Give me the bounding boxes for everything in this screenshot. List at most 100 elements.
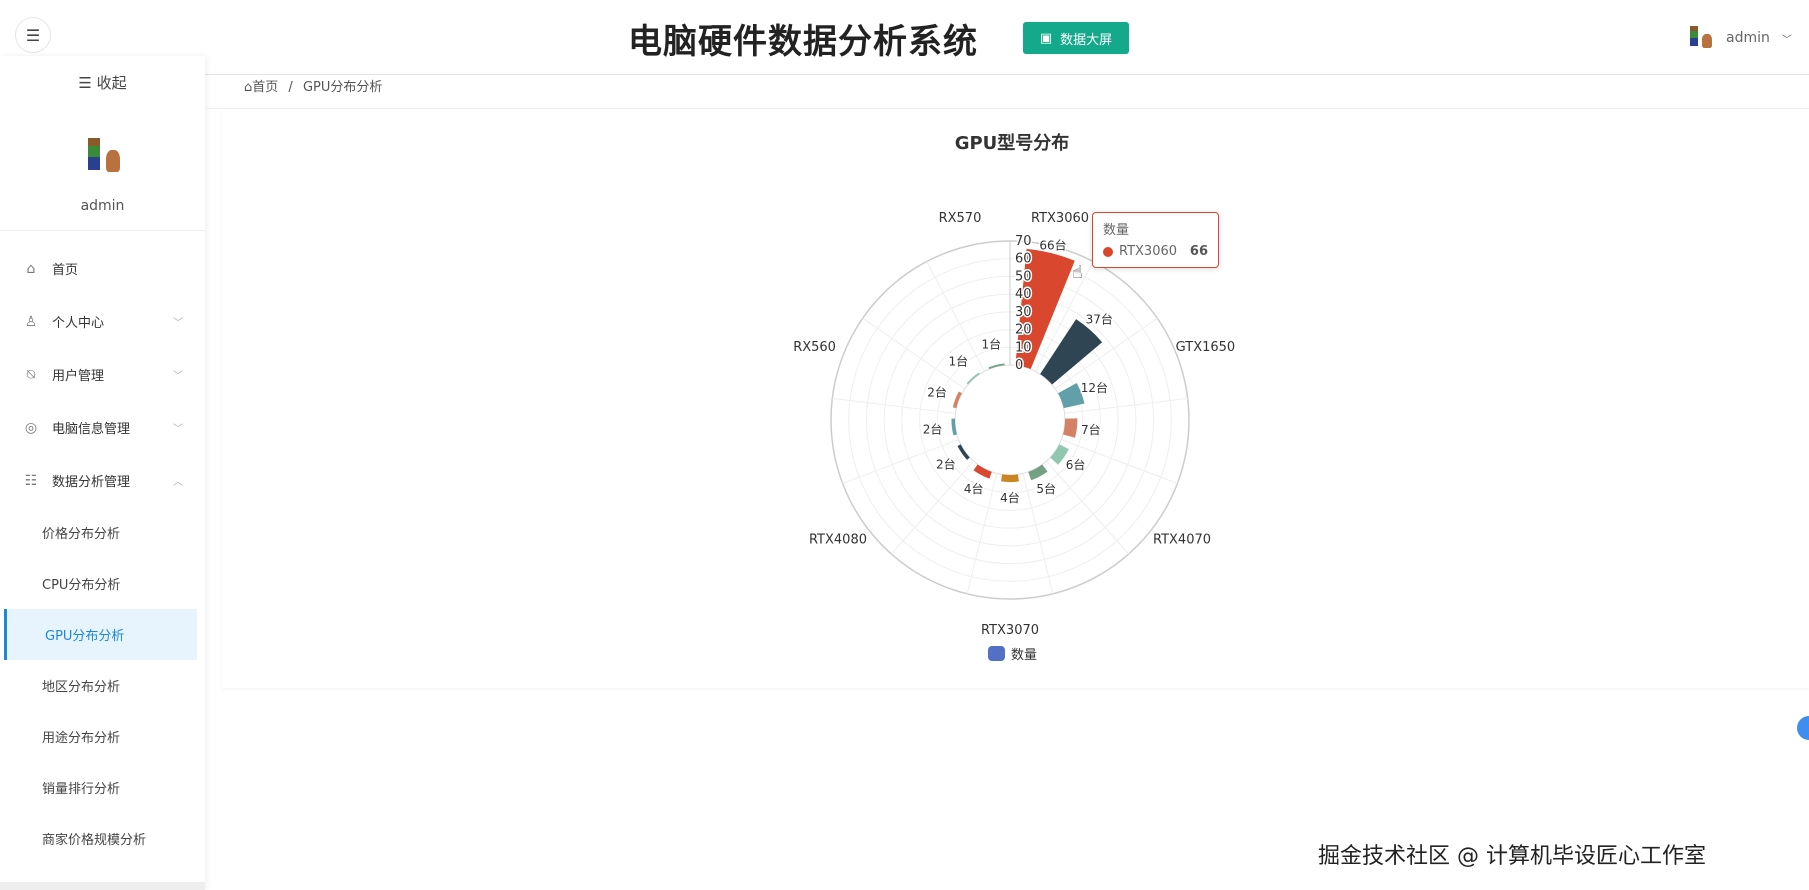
data-label: 1台 xyxy=(982,336,1002,351)
hand-cursor-icon: ☝ xyxy=(1072,262,1083,283)
angle-split-line xyxy=(862,317,966,390)
menu-toggle-icon[interactable]: ☰ xyxy=(15,17,51,53)
data-label: 37台 xyxy=(1086,311,1113,326)
legend-label: 数量 xyxy=(1011,648,1038,663)
legend-swatch xyxy=(988,646,1005,661)
data-label: 2台 xyxy=(923,421,943,436)
radial-tick-label: 30 xyxy=(1015,305,1032,320)
screen-icon: ▣ xyxy=(1039,30,1053,46)
bell-off-icon: ⍉ xyxy=(26,366,36,383)
floating-button[interactable] xyxy=(1797,716,1809,740)
chart-title: GPU型号分布 xyxy=(955,132,1070,154)
angle-split-line xyxy=(1022,473,1054,594)
sidebar-item-data-analysis[interactable]: ☷数据分析管理︿ xyxy=(0,454,205,507)
bar-category-7 xyxy=(973,464,992,479)
chevron-down-icon: ﹀ xyxy=(173,424,183,435)
angle-split-line xyxy=(1035,261,1094,372)
sidebar-sub-cpu[interactable]: CPU分布分析 xyxy=(42,578,121,593)
data-big-screen-button[interactable]: ▣数据大屏 xyxy=(1023,22,1129,54)
top-header: ☰ 电脑硬件数据分析系统 ▣数据大屏 admin ﹀ xyxy=(0,0,1809,75)
angle-axis-label: RTX4080 xyxy=(809,533,867,548)
angle-split-line xyxy=(1064,397,1188,414)
chevron-down-icon: ﹀ xyxy=(173,318,183,329)
data-label: 66台 xyxy=(1039,237,1066,252)
radial-tick-label: 10 xyxy=(1015,340,1032,355)
bar-RTX4080 xyxy=(957,444,970,460)
bar-RTX4070 xyxy=(1050,444,1069,465)
chevron-down-icon: ﹀ xyxy=(173,371,183,382)
sidebar-sub-merchant-price[interactable]: 商家价格规模分析 xyxy=(42,833,147,848)
breadcrumb-home[interactable]: 首页 xyxy=(252,80,279,95)
sliders-icon: ☷ xyxy=(24,472,38,489)
chart-card xyxy=(222,110,1809,688)
data-label: 2台 xyxy=(927,384,947,399)
bar-category-11 xyxy=(966,372,980,385)
chart-legend[interactable]: 数量 xyxy=(988,644,1037,663)
bar-category-9 xyxy=(951,418,957,436)
angle-axis-label: GTX1650 xyxy=(1176,340,1236,355)
angle-split-line xyxy=(966,473,998,594)
sidebar-username: admin xyxy=(80,198,125,214)
radial-tick-label: 40 xyxy=(1015,287,1032,302)
angle-split-line xyxy=(1061,439,1178,484)
gauge-icon: ◎ xyxy=(24,419,38,436)
divider xyxy=(0,230,205,231)
angle-axis-label: RTX3060 xyxy=(1031,211,1089,226)
tooltip-title: 数量 xyxy=(1103,223,1130,238)
breadcrumb: ⌂首页 / GPU分布分析 xyxy=(244,76,382,95)
bar-category-3 xyxy=(1063,418,1078,438)
angle-split-line xyxy=(890,460,974,555)
radial-tick-label: 50 xyxy=(1015,269,1032,284)
bar-RTX3060 xyxy=(1015,248,1075,370)
user-icon: ♙ xyxy=(24,313,38,330)
home-icon: ⌂ xyxy=(26,260,36,277)
horizontal-scrollbar[interactable] xyxy=(0,882,205,890)
sidebar-avatar xyxy=(84,136,124,180)
sidebar-sub-price[interactable]: 价格分布分析 xyxy=(42,527,121,542)
data-label: 1台 xyxy=(948,354,968,369)
collapse-button[interactable]: ☰ 收起 xyxy=(78,74,127,92)
bar-RTX3070 xyxy=(1001,474,1019,483)
sidebar: ☰ 收起 admin ⌂首页 ♙个人中心﹀ ⍉用户管理﹀ ◎电脑信息管理﹀ ☷数… xyxy=(0,56,205,890)
bar-RX570 xyxy=(988,363,1005,370)
angle-split-line xyxy=(842,439,959,484)
breadcrumb-separator: / xyxy=(288,80,293,95)
chevron-down-icon: ﹀ xyxy=(1781,34,1792,46)
data-label: 6台 xyxy=(1066,457,1086,472)
tooltip-value: 66 xyxy=(1189,244,1208,259)
angle-axis-label: RX570 xyxy=(939,211,982,226)
sidebar-item-home[interactable]: ⌂首页 xyxy=(0,242,205,295)
radial-tick-label: 60 xyxy=(1015,252,1032,267)
data-label: 4台 xyxy=(964,481,984,496)
sidebar-sub-sales-rank[interactable]: 销量排行分析 xyxy=(42,782,121,797)
angle-axis-label: RTX3070 xyxy=(981,623,1039,638)
user-menu[interactable]: admin ﹀ xyxy=(1688,24,1792,52)
radial-tick-label: 0 xyxy=(1015,358,1023,373)
angle-axis-label: RTX4070 xyxy=(1153,533,1211,548)
angle-axis-label: RX560 xyxy=(793,340,836,355)
username: admin xyxy=(1726,30,1770,46)
data-label: 12台 xyxy=(1081,380,1108,395)
data-label: 4台 xyxy=(1000,490,1020,505)
radial-tick-label: 20 xyxy=(1015,323,1032,338)
home-icon: ⌂ xyxy=(244,80,253,95)
sidebar-item-computer-info[interactable]: ◎电脑信息管理﹀ xyxy=(0,401,205,454)
sidebar-sub-region[interactable]: 地区分布分析 xyxy=(42,680,121,695)
angle-split-line xyxy=(1046,460,1130,555)
breadcrumb-bar xyxy=(205,75,1809,109)
radial-tick-label: 70 xyxy=(1015,234,1032,249)
angle-split-line xyxy=(926,261,985,372)
inner-ring xyxy=(954,364,1066,476)
angle-split-line xyxy=(1054,317,1158,390)
angle-split-line xyxy=(832,397,956,414)
sidebar-item-personal-center[interactable]: ♙个人中心﹀ xyxy=(0,295,205,348)
sidebar-sub-usage[interactable]: 用途分布分析 xyxy=(42,731,121,746)
watermark: 掘金技术社区 @ 计算机毕设匠心工作室 xyxy=(1318,838,1706,870)
sidebar-sub-gpu[interactable]: GPU分布分析 xyxy=(4,609,197,660)
app-title: 电脑硬件数据分析系统 xyxy=(628,22,978,62)
chevron-up-icon: ︿ xyxy=(173,477,183,488)
sidebar-item-user-management[interactable]: ⍉用户管理﹀ xyxy=(0,348,205,401)
bar-RX560 xyxy=(952,391,962,409)
data-label: 7台 xyxy=(1081,422,1101,437)
